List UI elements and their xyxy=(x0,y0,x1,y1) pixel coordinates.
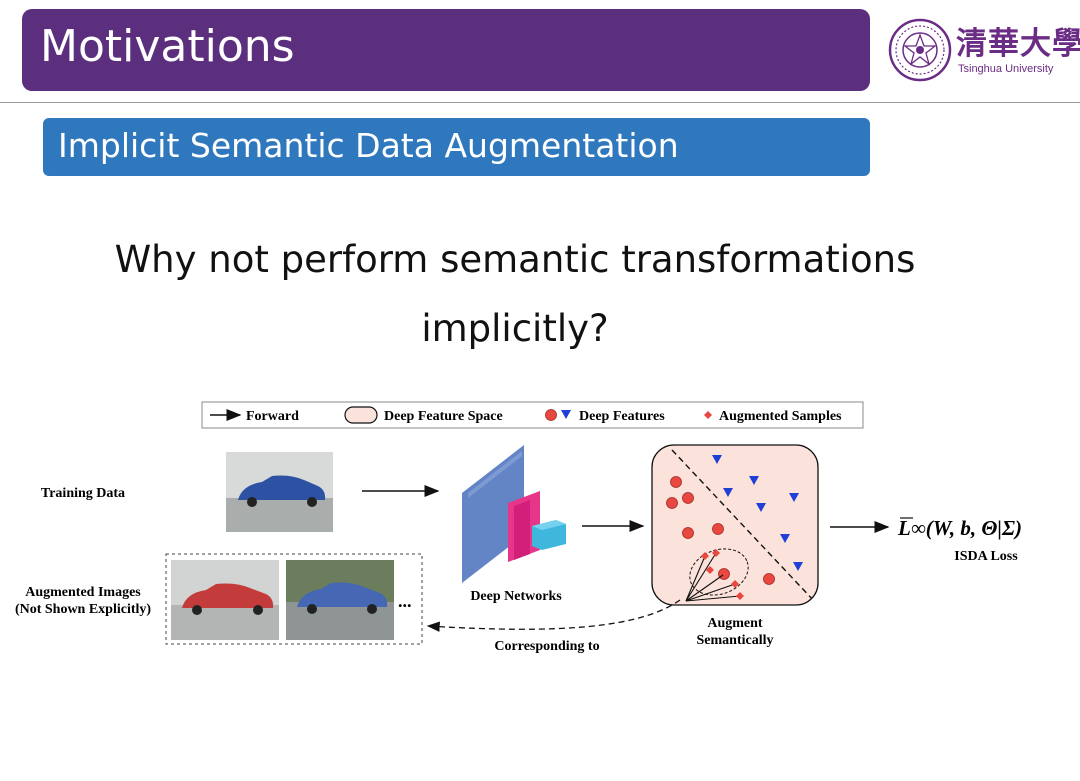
augmented-blue-car-image xyxy=(286,560,394,640)
corresponding-arrow xyxy=(426,599,681,632)
red-feature-points xyxy=(666,476,775,585)
legend-forward-label: Forward xyxy=(246,409,299,424)
question-text: Why not perform semantic transformations… xyxy=(114,238,916,350)
legend-blue-feature-icon xyxy=(561,410,571,419)
title-bar: Motivations xyxy=(22,9,870,91)
deep-feature-space xyxy=(651,444,819,606)
logo-chinese-text: 清華大學 xyxy=(956,26,1080,62)
augmented-sample-points xyxy=(701,549,744,600)
legend-augmented-sample-icon xyxy=(704,411,712,419)
augment-label-line1: Augment xyxy=(707,616,763,631)
legend: Forward Deep Feature Space Deep Features… xyxy=(201,401,864,429)
loss-formula: L∞(W, b, Θ|Σ) xyxy=(897,516,1022,540)
legend-feature-space-label: Deep Feature Space xyxy=(384,409,503,424)
tsinghua-logo: 清華大學 Tsinghua University xyxy=(888,16,1080,86)
augmented-red-car-image xyxy=(171,560,279,640)
legend-deep-features-label: Deep Features xyxy=(579,409,665,424)
legend-feature-space-icon xyxy=(344,406,378,424)
augmented-images-label-line1: Augmented Images xyxy=(25,585,141,600)
training-data-label: Training Data xyxy=(41,486,125,501)
augmentation-cluster xyxy=(685,548,749,602)
training-car-image xyxy=(226,452,333,532)
deep-networks-label: Deep Networks xyxy=(470,589,562,604)
section-subtitle: Implicit Semantic Data Augmentation xyxy=(58,126,679,165)
more-images-ellipsis: ... xyxy=(398,591,412,611)
legend-red-feature-icon xyxy=(545,409,557,421)
legend-augmented-samples-label: Augmented Samples xyxy=(719,409,842,424)
subtitle-bar: Implicit Semantic Data Augmentation xyxy=(43,118,870,176)
deep-network-icon xyxy=(462,445,566,583)
augmented-images-label-line2: (Not Shown Explicitly) xyxy=(15,602,151,617)
isda-loss-label: ISDA Loss xyxy=(954,549,1018,564)
logo-english-text: Tsinghua University xyxy=(958,63,1054,75)
blue-feature-points xyxy=(712,455,803,571)
augment-label-line2: Semantically xyxy=(697,633,774,648)
slide-title: Motivations xyxy=(40,21,295,72)
university-seal-icon xyxy=(888,18,952,82)
corresponding-label: Corresponding to xyxy=(494,639,599,654)
augmented-images-box xyxy=(165,553,423,645)
header-divider xyxy=(0,102,1080,103)
isda-diagram: Forward Deep Feature Space Deep Features… xyxy=(15,401,1022,654)
